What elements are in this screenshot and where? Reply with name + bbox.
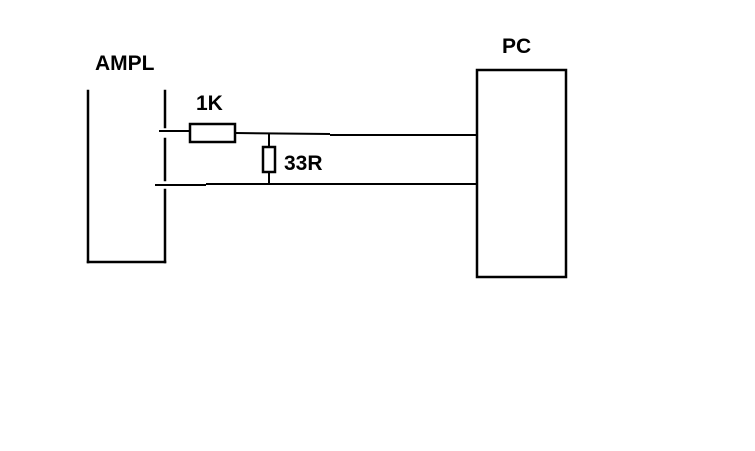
amplifier-label: AMPL (95, 52, 155, 75)
amplifier-block (86, 89, 167, 264)
signal-wire-top (159, 130, 477, 136)
resistor-33r-label: 33R (284, 152, 323, 175)
pc-block (475, 68, 568, 279)
resistor-33r (261, 145, 277, 174)
resistor-1k-label: 1K (196, 92, 223, 115)
ground-wire-bottom (155, 183, 477, 186)
resistor-1k (188, 122, 237, 144)
pc-label: PC (502, 35, 531, 58)
